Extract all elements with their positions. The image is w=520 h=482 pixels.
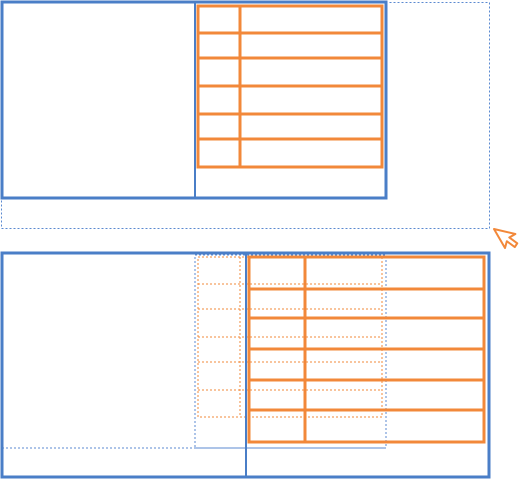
bottom-table: [247, 255, 486, 444]
top-panel: [0, 0, 490, 229]
resize-arrow-icon: [493, 228, 519, 250]
bottom-ghost-table: [197, 256, 383, 418]
bottom-panel: [0, 251, 491, 479]
top-table: [196, 4, 384, 169]
